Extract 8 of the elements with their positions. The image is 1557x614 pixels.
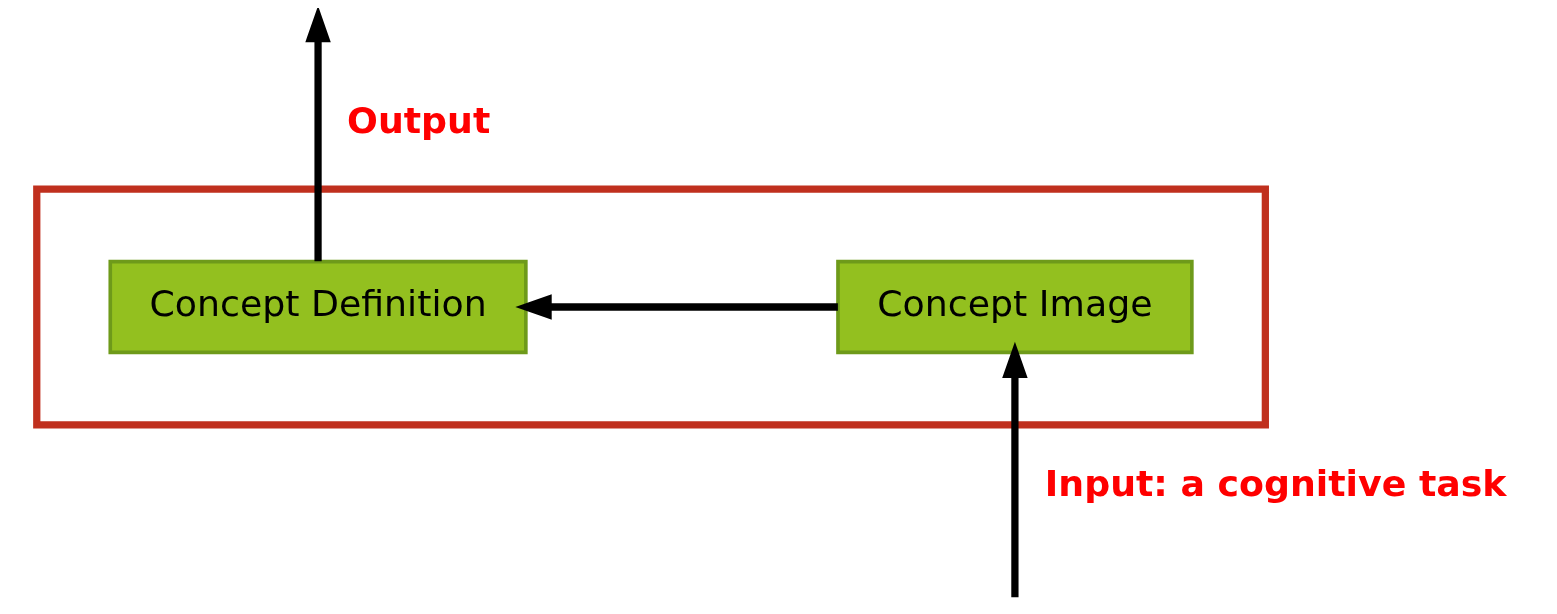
arrow (304, 8, 331, 262)
node-box: Concept Definition (107, 259, 528, 355)
edge-label: Output (346, 98, 490, 142)
cluster (32, 185, 1269, 429)
arrow (514, 294, 838, 320)
node-box: Concept Image (835, 259, 1194, 355)
arrow (1001, 341, 1028, 598)
edge-label: Input: a cognitive task (1044, 461, 1506, 505)
